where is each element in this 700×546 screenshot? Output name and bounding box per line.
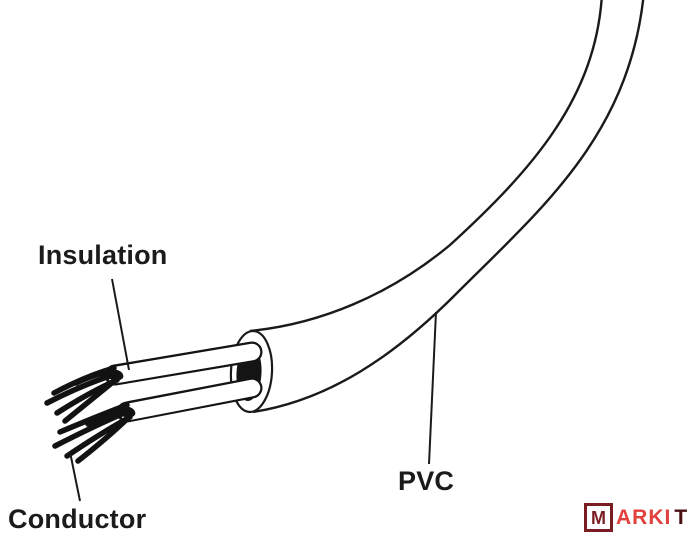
- pvc-label: PVC: [398, 466, 455, 496]
- conductor-strand: [75, 417, 129, 464]
- watermark-logo: M ARKI T: [584, 503, 687, 532]
- cable-jacket-fill: [250, 0, 643, 412]
- watermark-text-dark: T: [674, 505, 688, 529]
- conductor-strand: [52, 408, 132, 449]
- conductor-strands-upper: [44, 365, 120, 424]
- watermark-m-box: M: [584, 503, 613, 532]
- conductor-label: Conductor: [8, 504, 147, 534]
- conductor-strand: [85, 406, 127, 427]
- wire-insulation-upper: [107, 343, 261, 384]
- insulation-leader-line: [111, 278, 130, 371]
- conductor-strand: [44, 371, 119, 406]
- pvc-leader-line: [428, 311, 437, 465]
- conductor-strands-lower: [52, 402, 133, 464]
- watermark-text-red: ARKI: [616, 505, 672, 529]
- conductor-strand: [73, 368, 114, 386]
- cable-jacket-lower-edge: [252, 0, 645, 414]
- wire-insulation-lower: [119, 379, 261, 421]
- insulation-label: Insulation: [38, 240, 168, 270]
- cable-jacket-upper-edge: [249, 0, 603, 333]
- conductor-strand: [62, 379, 116, 424]
- conductor-leader-line: [69, 451, 81, 502]
